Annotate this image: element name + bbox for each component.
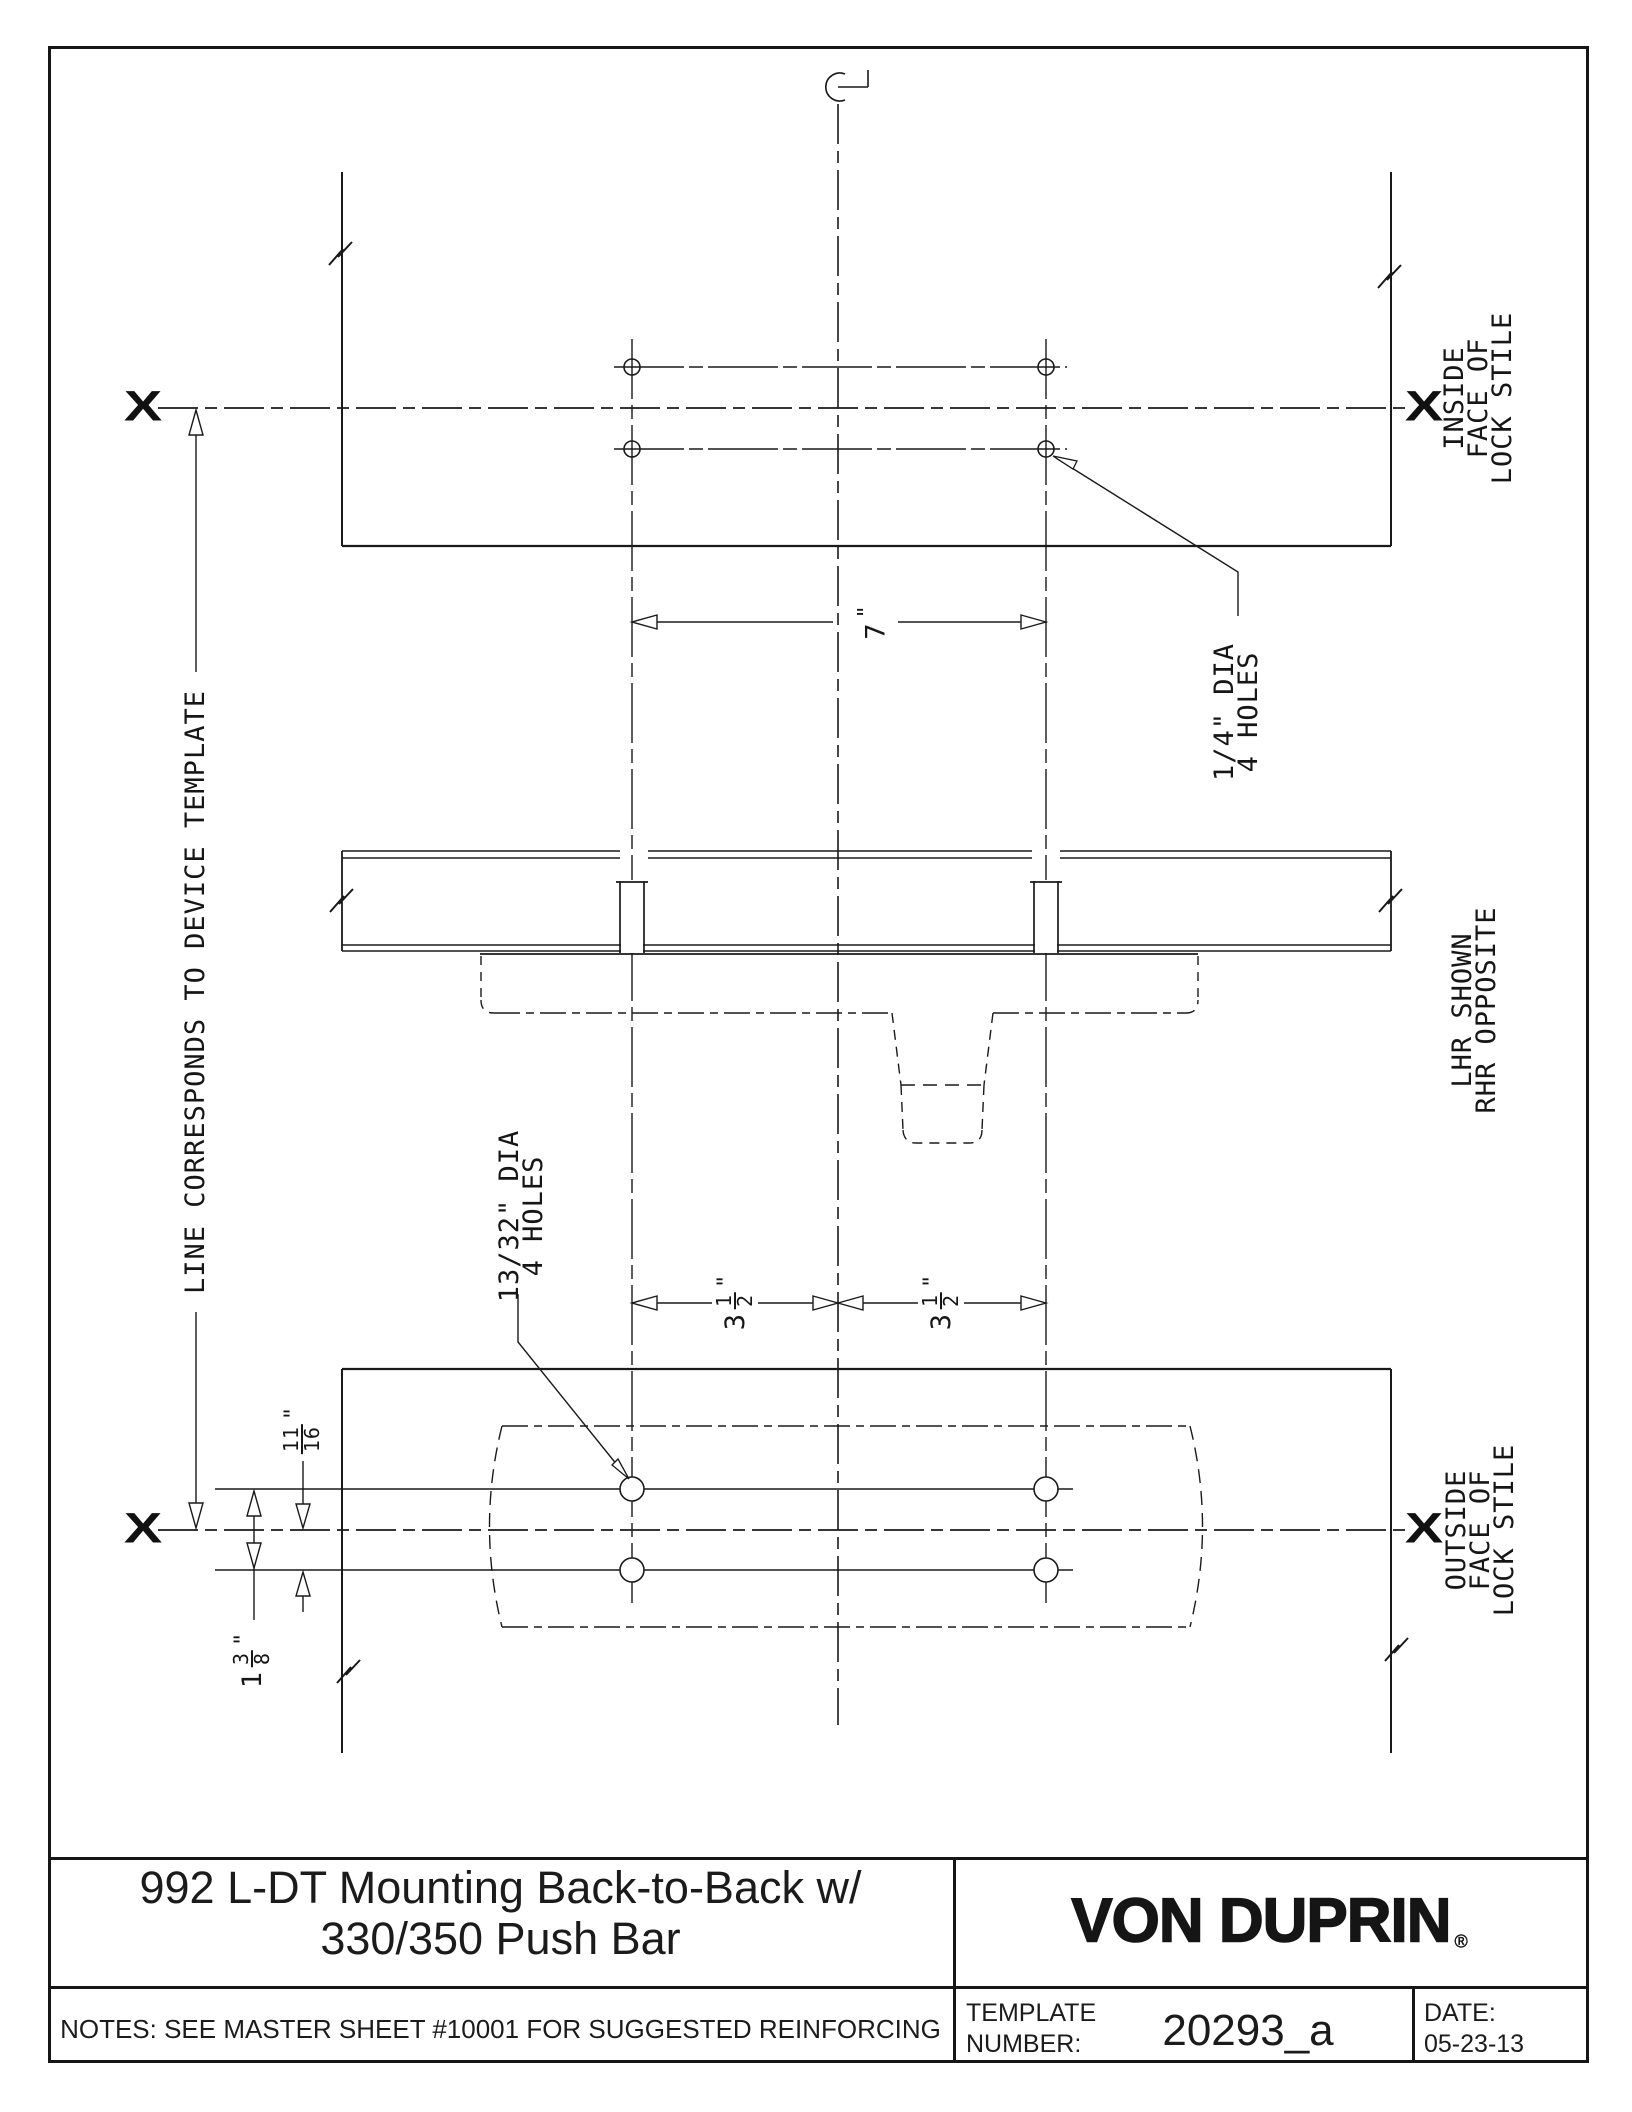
top-view-inside-face (158, 172, 1410, 548)
inside-face-label-line: LOCK STILE (1487, 311, 1518, 485)
handing-note-label: LHR SHOWN RHR OPPOSITE (1447, 906, 1502, 1114)
quarter-hole-leader (1052, 455, 1239, 616)
quarter-hole-note: 1/4" DIA 4 HOLES (1209, 643, 1264, 781)
title-block-middle-rule (48, 1986, 1589, 1989)
template-number-label: TEMPLATE NUMBER: (966, 1998, 1096, 2060)
bottom-view-outside-face (158, 1367, 1410, 1753)
fraction-denominator: 2 (733, 1291, 757, 1310)
dim-value: 3 (925, 1313, 957, 1331)
outside-face-label: OUTSIDE FACE OF LOCK STILE (1441, 1443, 1520, 1617)
template-number-label-line: TEMPLATE (966, 1999, 1097, 2027)
sheet-title: 992 L-DT Mounting Back-to-Back w/ 330/35… (48, 1862, 953, 1964)
date-cell-vertical-rule (1412, 1986, 1415, 2063)
template-line-x-marker-bottom-right: X (1404, 1504, 1444, 1552)
date-cell: DATE: 05-23-13 (1424, 1998, 1524, 2060)
von-duprin-logo: VON DUPRIN® (1070, 1886, 1468, 1957)
template-number-value: 20293_a (1162, 2006, 1334, 2055)
fraction-numerator: 11 (279, 1426, 303, 1453)
title-block-top-rule (48, 1857, 1589, 1860)
date-label: DATE: (1424, 1999, 1496, 2027)
centerline-symbol-icon (825, 70, 869, 102)
title-block-vertical-rule (953, 1857, 956, 2063)
dimension-1-3-8-lines (246, 1488, 262, 1620)
notes-text: NOTES: SEE MASTER SHEET #10001 FOR SUGGE… (60, 2014, 941, 2044)
thirteen-32-hole-note: 13/32" DIA 4 HOLES (494, 1130, 549, 1303)
fraction-numerator: 3 (229, 1651, 253, 1666)
thirteen-32-note-line: 4 HOLES (518, 1155, 549, 1277)
handing-note-line: RHR OPPOSITE (1471, 906, 1502, 1114)
dimension-11-16-lines (295, 1461, 311, 1612)
device-template-line-leader (188, 407, 204, 1531)
template-number-label-line: NUMBER: (966, 2030, 1082, 2058)
fraction-denominator: 2 (939, 1291, 963, 1310)
von-duprin-logo-text: VON DUPRIN (1070, 1886, 1452, 1957)
sheet-border (48, 46, 1589, 2063)
inch-mark: " (713, 1273, 739, 1288)
drill-hole (619, 1476, 645, 1502)
drill-hole (619, 1557, 645, 1583)
inch-mark: " (230, 1631, 256, 1646)
dimension-7in-text: 7" (855, 604, 892, 640)
drill-hole (1033, 1476, 1059, 1502)
sheet-title-line1: 992 L-DT Mounting Back-to-Back w/ (139, 1862, 862, 1913)
registered-trademark-icon: ® (1454, 1931, 1468, 1952)
dimension-3half-lines (629, 1295, 1049, 1311)
sheet-title-line2: 330/350 Push Bar (320, 1913, 681, 1964)
drill-hole (1033, 1557, 1059, 1583)
template-line-x-marker-top-left: X (123, 382, 163, 430)
dim-value: 1 (236, 1671, 268, 1689)
quarter-hole-note-line: 4 HOLES (1233, 651, 1264, 773)
inch-mark: " (280, 1405, 306, 1421)
inch-mark: " (919, 1273, 945, 1288)
fraction-denominator: 16 (300, 1424, 324, 1455)
template-line-x-marker-bottom-left: X (123, 1504, 163, 1552)
fraction-denominator: 8 (250, 1649, 274, 1668)
outside-face-label-line: LOCK STILE (1489, 1443, 1520, 1617)
fraction-numerator: 1 (712, 1293, 736, 1308)
inside-face-label: INSIDE FACE OF LOCK STILE (1439, 311, 1518, 485)
fraction-numerator: 1 (918, 1293, 942, 1308)
template-line-x-marker-top-right: X (1404, 382, 1444, 430)
dim-value: 7 (860, 622, 892, 640)
push-bar-section (329, 850, 1403, 1144)
device-template-line-label: LINE CORRESPONDS TO DEVICE TEMPLATE (180, 690, 211, 1294)
inch-mark: " (854, 604, 880, 619)
dim-value: 3 (719, 1313, 751, 1331)
date-value: 05-23-13 (1424, 2030, 1525, 2058)
thirteen-32-hole-leader (517, 1294, 630, 1480)
dimension-7in-lines (629, 614, 1049, 630)
